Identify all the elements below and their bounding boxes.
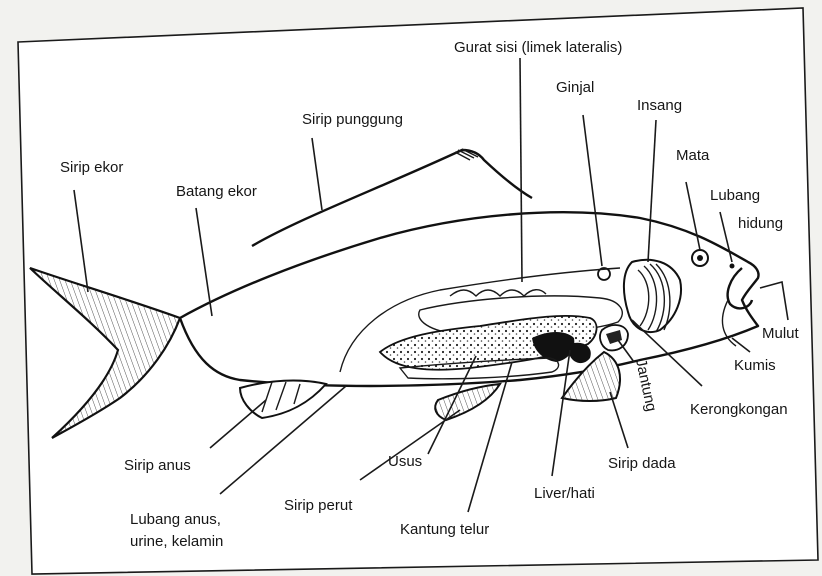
label-kumis: Kumis [734, 357, 776, 374]
label-sirip-anus: Sirip anus [124, 457, 191, 474]
label-sirip-ekor: Sirip ekor [60, 159, 123, 176]
nostril-shape [730, 264, 735, 269]
label-liver-hati: Liver/hati [534, 485, 595, 502]
label-lubang-hidung-line1: Lubang [710, 187, 760, 204]
label-lubang-hidung-line2: hidung [738, 215, 783, 232]
label-lubang-anus-line1: Lubang anus, [130, 511, 221, 528]
label-sirip-punggung: Sirip punggung [302, 111, 403, 128]
label-sirip-dada: Sirip dada [608, 455, 676, 472]
label-mata: Mata [676, 147, 710, 164]
eye-pupil [697, 255, 703, 261]
label-gurat-sisi: Gurat sisi (limek lateralis) [454, 39, 622, 56]
label-ginjal: Ginjal [556, 79, 594, 96]
label-sirip-perut: Sirip perut [284, 497, 353, 514]
label-batang-ekor: Batang ekor [176, 183, 257, 200]
label-lubang-anus-line2: urine, kelamin [130, 533, 223, 550]
label-usus: Usus [388, 453, 422, 470]
label-kantung-telur: Kantung telur [400, 521, 489, 538]
label-insang: Insang [637, 97, 682, 114]
figure-frame [18, 8, 818, 574]
label-kerongkongan: Kerongkongan [690, 401, 788, 418]
label-mulut: Mulut [762, 325, 800, 342]
